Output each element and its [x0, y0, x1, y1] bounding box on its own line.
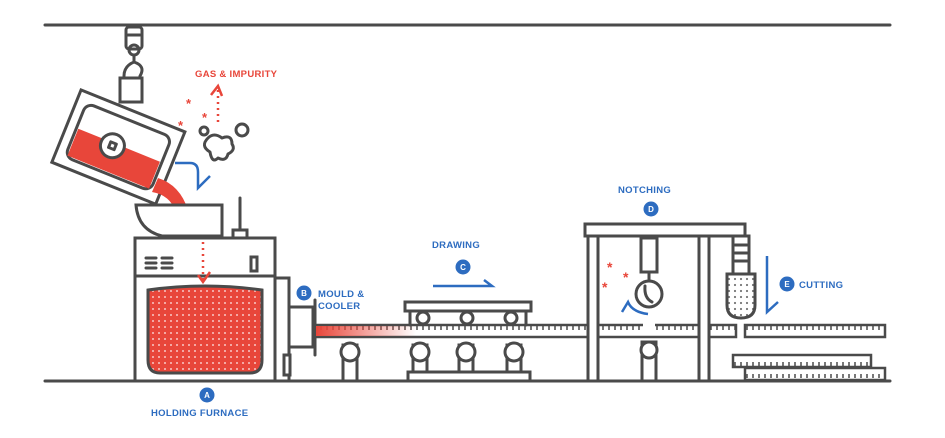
mould-label-line2: COOLER	[318, 301, 360, 312]
vent-icon	[144, 256, 174, 270]
badge-c-letter: C	[460, 263, 466, 272]
tundish-bowl	[134, 203, 224, 238]
cut-piece-stack	[743, 366, 887, 382]
spark-icon: *	[186, 96, 192, 111]
badge-e-letter: E	[784, 280, 790, 289]
badge-a	[199, 387, 215, 403]
badge-b	[296, 285, 312, 301]
pour-arrow-icon	[175, 161, 211, 192]
drawing-cart	[403, 300, 533, 327]
holding-furnace	[133, 236, 277, 383]
gas-impurity-group: GAS & IMPURITY * * *	[178, 69, 278, 162]
roller-support	[339, 341, 361, 383]
badge-a-letter: A	[204, 391, 210, 400]
arrow-right-icon	[433, 279, 496, 288]
cutter	[725, 234, 757, 320]
indicator-icon	[249, 255, 259, 273]
roller-base	[406, 370, 532, 383]
cut-piece-stack	[731, 353, 873, 369]
ladle	[49, 87, 187, 207]
spark-icon: *	[607, 259, 613, 275]
gas-impurity-label: GAS & IMPURITY	[195, 69, 278, 80]
mould-cooler	[273, 276, 317, 383]
spark-icon: *	[602, 279, 608, 295]
spark-icon: *	[202, 110, 208, 125]
rotate-arrow-icon	[620, 299, 649, 316]
cut-piece	[743, 323, 887, 339]
smoke-cloud-icon	[198, 122, 250, 162]
badge-d	[643, 201, 659, 217]
mould-label-line1: MOULD &	[318, 289, 364, 300]
notching-frame	[583, 222, 747, 383]
notching-label: NOTCHING	[618, 185, 671, 196]
spark-icon: *	[623, 269, 629, 285]
arrow-down-icon	[765, 256, 779, 315]
badge-e	[779, 276, 795, 292]
cutting-label: CUTTING	[799, 280, 843, 291]
spark-icon: *	[178, 118, 184, 133]
badge-d-letter: D	[648, 205, 654, 214]
arrow-up-icon	[210, 83, 224, 97]
badge-c	[455, 259, 471, 275]
arrow-down-icon	[196, 271, 212, 285]
badge-b-letter: B	[301, 289, 307, 298]
cast-strand	[314, 323, 887, 382]
holding-furnace-label: HOLDING FURNACE	[151, 408, 248, 419]
crane-hook-icon	[118, 25, 144, 104]
molten-metal-tank	[146, 284, 264, 375]
drawing-label: DRAWING	[432, 240, 480, 251]
